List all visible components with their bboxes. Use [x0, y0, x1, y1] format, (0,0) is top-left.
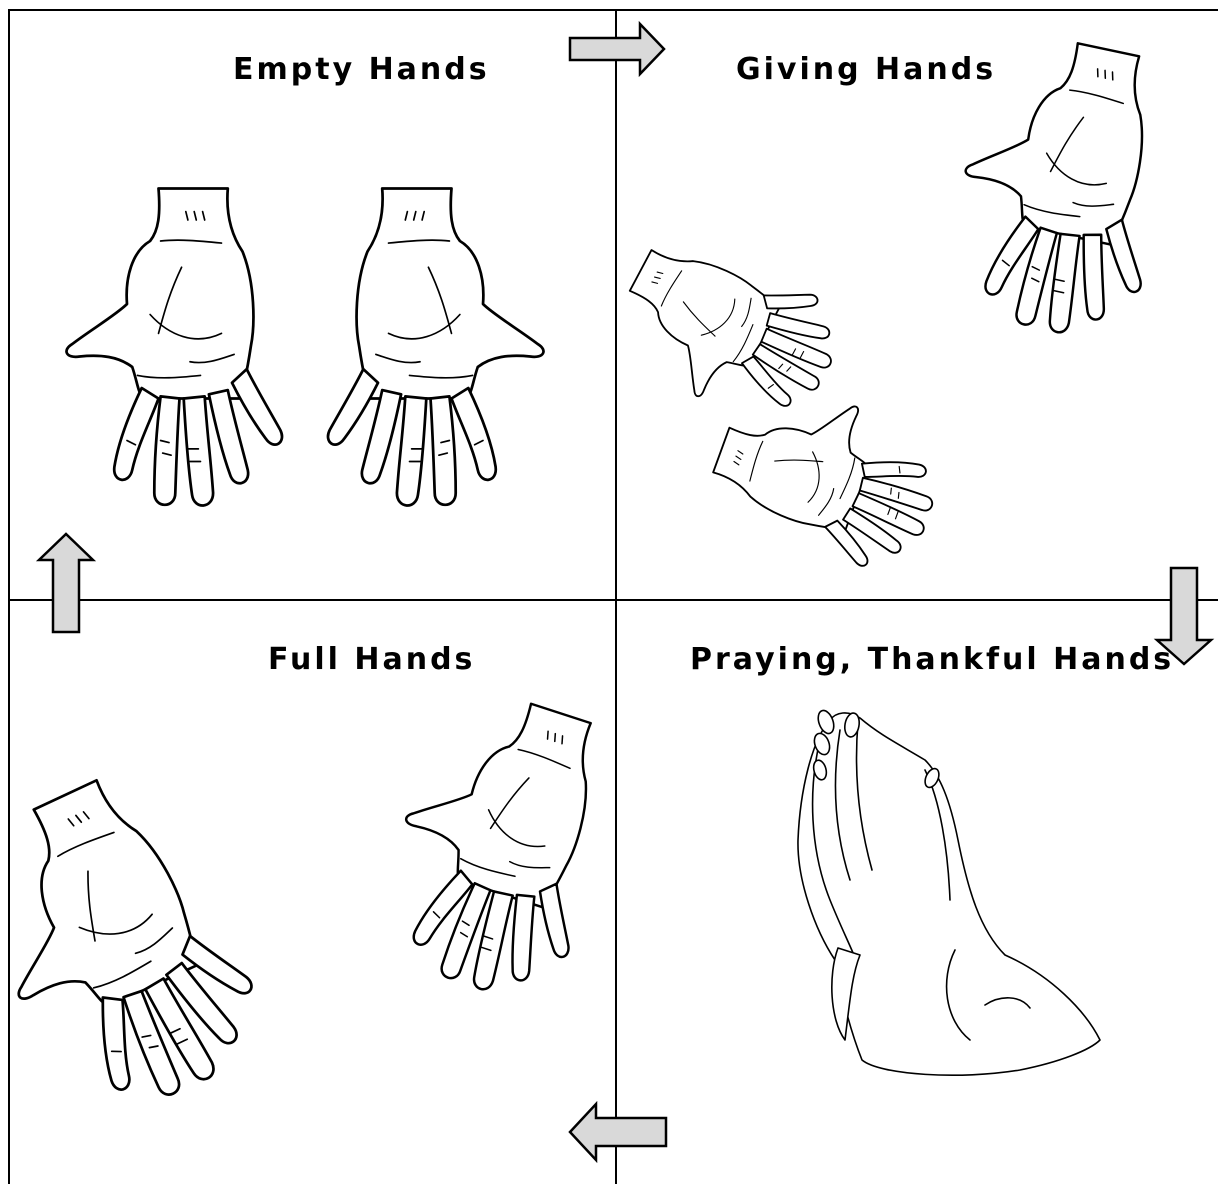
open-palm-hand-icon: [328, 189, 543, 506]
open-palm-hand-icon: [601, 218, 855, 444]
open-palm-hand-icon: [67, 189, 282, 506]
open-palm-hand-icon: [363, 678, 637, 1011]
open-palm-hand-icon: [700, 368, 955, 581]
open-palm-hand-icon: [0, 757, 280, 1135]
praying-hands-icon: [798, 708, 1100, 1075]
open-palm-hand-icon: [937, 26, 1187, 347]
